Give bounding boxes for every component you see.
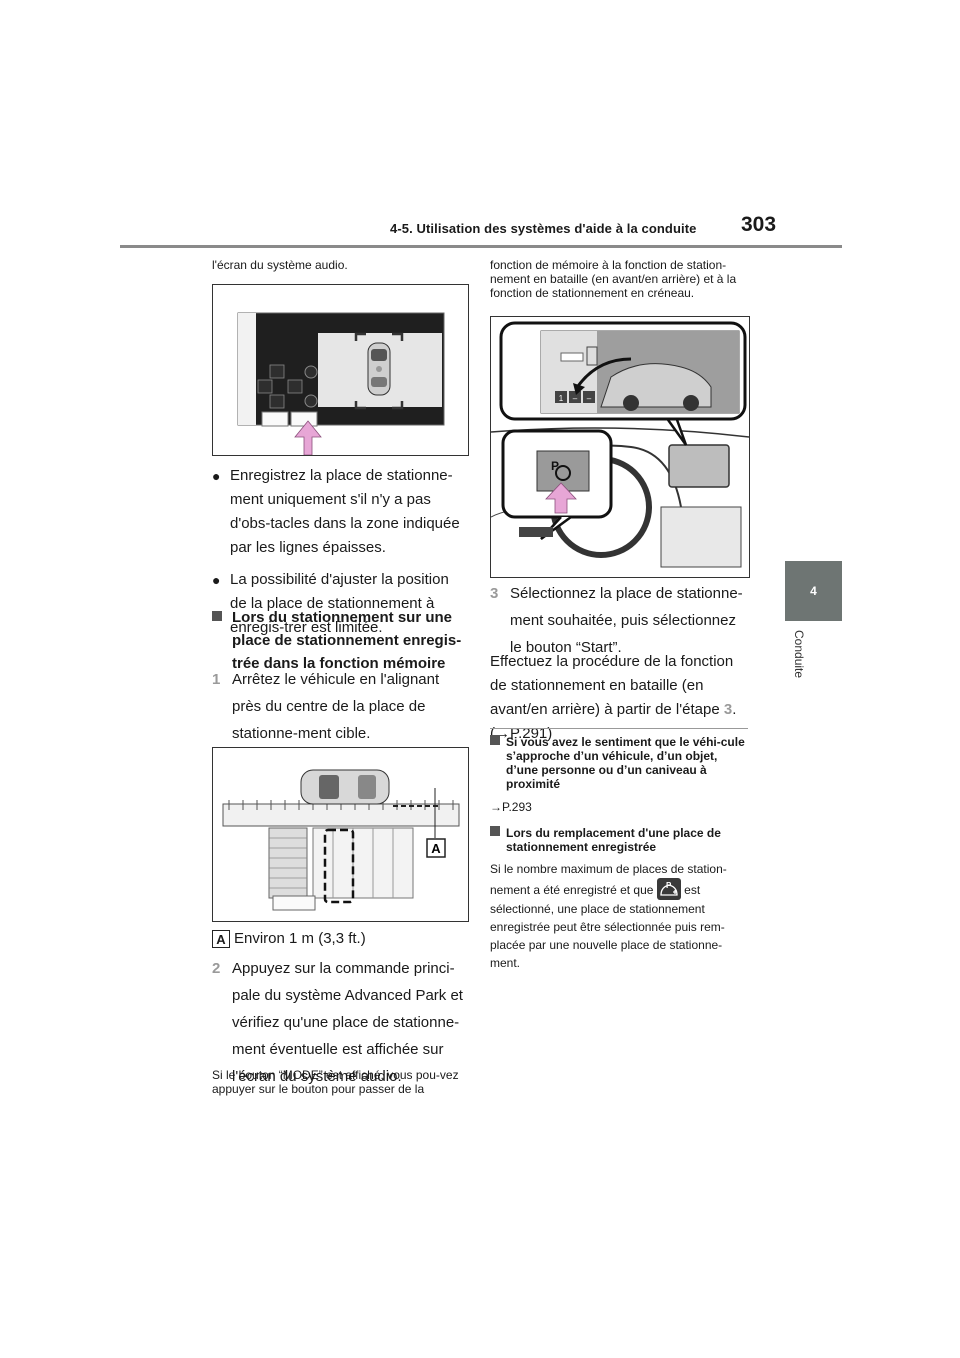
parking-plus-icon: P — [656, 878, 681, 900]
figure-label-a: A — [431, 841, 441, 856]
chapter-label: Conduite — [792, 630, 806, 679]
screen-illustration — [237, 312, 445, 455]
parking-lot-illustration: A — [222, 769, 460, 911]
svg-text:P: P — [666, 881, 672, 890]
step-reference[interactable]: 3 — [723, 701, 733, 718]
bullet-dot-icon: ● — [212, 468, 221, 484]
list-item: ● Enregistrez la place de stationne-ment… — [212, 464, 467, 560]
pink-arrow-icon — [294, 420, 322, 455]
figure-legend: A Environ 1 m (3,3 ft.) — [212, 929, 366, 949]
bullet-dot-icon: ● — [212, 572, 221, 588]
list-item: ● La possibilité d'ajuster la position d… — [212, 568, 467, 640]
p-letter: P — [551, 459, 559, 473]
chapter-tab[interactable]: 4 — [785, 561, 842, 621]
chapter-number: 4 — [810, 584, 817, 598]
figure-screen-parking-slot — [212, 284, 469, 456]
info-reference-1[interactable]: →P.293 — [490, 800, 532, 814]
pink-arrow-icon — [545, 482, 577, 514]
section-divider — [490, 728, 748, 729]
info-heading-1: Si vous avez le sentiment que le véhi-cu… — [490, 735, 750, 791]
header-rule — [120, 245, 842, 248]
square-marker-icon — [490, 826, 500, 836]
legend-badge-a: A — [212, 930, 230, 948]
square-marker-icon — [212, 611, 222, 621]
figure-dashboard: 1 – – P — [490, 316, 750, 578]
bullet-list: ● Enregistrez la place de stationne-ment… — [212, 464, 467, 640]
procedure-paragraph: Effectuez la procédure de la fonction de… — [490, 653, 737, 742]
info-heading-2: Lors du remplacement d'une place de stat… — [490, 826, 750, 854]
subheading: Lors du stationnement sur une place de s… — [212, 606, 467, 675]
screen-mark-2: – — [573, 394, 578, 403]
step-2: 2 Appuyez sur la commande princi-pale du… — [212, 960, 463, 1085]
screen-mark-1: 1 — [559, 394, 564, 403]
intro-text: l'écran du système audio. — [212, 258, 348, 272]
page-number: 303 — [741, 213, 777, 236]
info-text-2: Si le nombre maximum de places de statio… — [490, 862, 727, 970]
step-1: 1 Arrêtez le véhicule en l'alignant près… — [212, 671, 440, 742]
page-reference[interactable]: . (→P.291) — [490, 701, 737, 742]
note-continued: fonction de mémoire à la fonction de sta… — [490, 258, 737, 300]
note-text: Si le bouton “MODE” est affiché, vous po… — [212, 1068, 459, 1096]
step-3: 3 Sélectionnez la place de stationne-men… — [490, 585, 743, 656]
figure-parking-lot: A — [212, 747, 469, 922]
square-marker-icon — [490, 735, 500, 745]
screen-mark-3: – — [587, 394, 592, 403]
dashboard-illustration: 1 – – P — [491, 321, 749, 568]
section-title: 4-5. Utilisation des systèmes d'aide à l… — [390, 221, 697, 236]
